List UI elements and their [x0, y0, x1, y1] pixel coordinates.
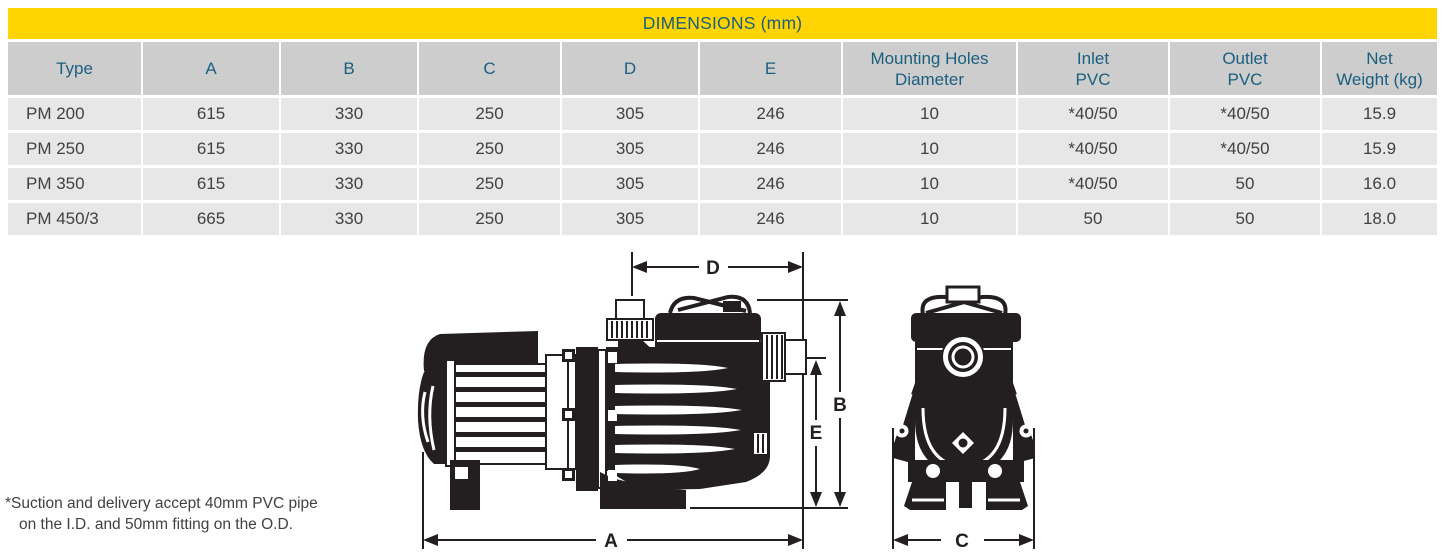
dim-label-a: A: [604, 531, 618, 552]
table-cell-2-2: 330: [281, 168, 417, 200]
table-cell-3-8: 50: [1170, 203, 1320, 235]
table-cell-1-0: PM 250: [8, 133, 141, 165]
table-cell-2-5: 246: [700, 168, 841, 200]
table-cell-2-1: 615: [143, 168, 279, 200]
table-cell-1-7: *40/50: [1018, 133, 1168, 165]
column-header-5: E: [700, 42, 841, 95]
table-cell-1-8: *40/50: [1170, 133, 1320, 165]
table-cell-0-6: 10: [843, 98, 1016, 130]
column-header-8: Outlet PVC: [1170, 42, 1320, 95]
dim-label-b: B: [833, 395, 847, 416]
table-cell-3-9: 18.0: [1322, 203, 1437, 235]
footnote-line-1: *Suction and delivery accept 40mm PVC pi…: [5, 495, 318, 512]
table-cell-2-7: *40/50: [1018, 168, 1168, 200]
table-cell-1-3: 250: [419, 133, 560, 165]
column-header-0: Type: [8, 42, 141, 95]
dim-label-c: C: [955, 531, 969, 552]
table-cell-3-2: 330: [281, 203, 417, 235]
dimension-lines: [422, 252, 1035, 549]
table-cell-1-9: 15.9: [1322, 133, 1437, 165]
table-cell-0-0: PM 200: [8, 98, 141, 130]
column-header-1: A: [143, 42, 279, 95]
table-cell-0-1: 615: [143, 98, 279, 130]
table-cell-3-3: 250: [419, 203, 560, 235]
table-cell-0-9: 15.9: [1322, 98, 1437, 130]
table-cell-0-2: 330: [281, 98, 417, 130]
table-cell-3-1: 665: [143, 203, 279, 235]
column-header-4: D: [562, 42, 698, 95]
table-cell-0-4: 305: [562, 98, 698, 130]
table-cell-3-5: 246: [700, 203, 841, 235]
footnote: *Suction and delivery accept 40mm PVC pi…: [5, 493, 318, 535]
column-header-2: B: [281, 42, 417, 95]
table-cell-2-6: 10: [843, 168, 1016, 200]
dim-label-d: D: [706, 258, 720, 279]
column-header-6: Mounting Holes Diameter: [843, 42, 1016, 95]
footnote-line-2: on the I.D. and 50mm fitting on the O.D.: [19, 516, 293, 533]
table-cell-2-8: 50: [1170, 168, 1320, 200]
column-header-3: C: [419, 42, 560, 95]
table-cell-2-9: 16.0: [1322, 168, 1437, 200]
table-cell-0-3: 250: [419, 98, 560, 130]
pump-side-view: [417, 294, 807, 510]
column-header-9: Net Weight (kg): [1322, 42, 1437, 95]
table-caption: DIMENSIONS (mm): [8, 8, 1437, 39]
table-cell-1-1: 615: [143, 133, 279, 165]
table-cell-2-4: 305: [562, 168, 698, 200]
table-cell-1-6: 10: [843, 133, 1016, 165]
table-cell-3-4: 305: [562, 203, 698, 235]
dim-label-e: E: [810, 423, 823, 444]
table-cell-0-5: 246: [700, 98, 841, 130]
table-cell-1-2: 330: [281, 133, 417, 165]
table-cell-3-7: 50: [1018, 203, 1168, 235]
table-cell-0-7: *40/50: [1018, 98, 1168, 130]
pump-front-view: [893, 285, 1035, 510]
table-cell-0-8: *40/50: [1170, 98, 1320, 130]
column-header-7: Inlet PVC: [1018, 42, 1168, 95]
table-cell-3-6: 10: [843, 203, 1016, 235]
table-cell-1-5: 246: [700, 133, 841, 165]
table-cell-3-0: PM 450/3: [8, 203, 141, 235]
dimension-arrowheads: [423, 261, 1034, 546]
table-cell-2-3: 250: [419, 168, 560, 200]
table-cell-1-4: 305: [562, 133, 698, 165]
table-cell-2-0: PM 350: [8, 168, 141, 200]
